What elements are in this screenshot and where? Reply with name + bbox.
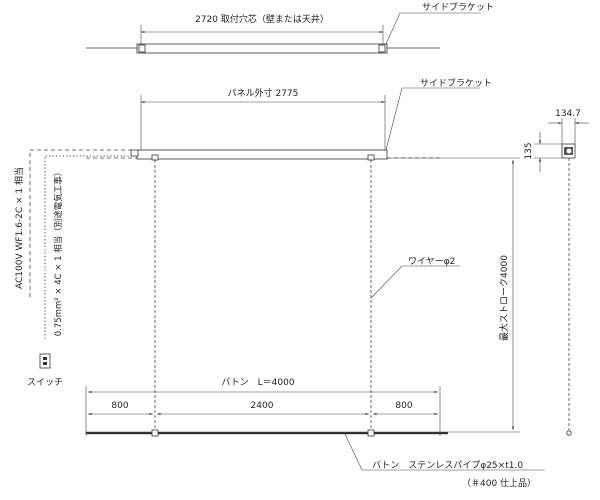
switch-button-up-icon	[43, 357, 47, 360]
left-bracket	[138, 44, 146, 53]
baton-clamp-left	[151, 429, 159, 437]
side-view: 134.7 135	[524, 109, 589, 436]
finish-label: （＃400 仕上品）	[462, 477, 536, 489]
wire-drum-left	[151, 154, 159, 161]
seg-right-label: 800	[395, 401, 412, 411]
baton-pipe-label: バトン ステンレスパイプφ25×t1.0	[372, 460, 523, 471]
side-bracket-label-mid: サイドブラケット	[420, 77, 492, 89]
power-cable-line	[29, 149, 132, 300]
side-bracket-leader-mid	[385, 87, 480, 151]
seg-left-label: 800	[111, 401, 128, 411]
side-bracket-label-top: サイドブラケット	[422, 1, 494, 13]
side-bracket-leader-top	[385, 12, 480, 45]
motor-box	[130, 149, 139, 157]
electrical-wiring: AC100V WF1.6-2C × 1 相当 0.75mm² × 4C × 1 …	[13, 149, 132, 388]
top-rail	[136, 43, 388, 54]
wire-label: ワイヤーφ2	[408, 257, 455, 267]
top-mount-view: 2720 取付穴芯（壁または天井） サイドブラケット	[86, 1, 494, 54]
side-height-label: 135	[524, 142, 534, 159]
baton-section-icon	[566, 430, 572, 436]
mount-hole-pitch-label: 2720 取付穴芯（壁または天井）	[195, 13, 329, 25]
baton-leader	[344, 433, 545, 471]
power-cable-label: AC100V WF1.6-2C × 1 相当	[13, 167, 25, 289]
panel-width-label: パネル外寸 2775	[228, 87, 299, 99]
baton-clamp-right	[367, 429, 375, 437]
wall-switch-icon	[39, 353, 51, 369]
side-width-label: 134.7	[555, 109, 581, 119]
max-stroke-label: 最大ストローク4000	[498, 255, 510, 341]
head-rail	[136, 149, 388, 160]
seg-center-label: 2400	[251, 401, 274, 411]
right-bracket	[378, 44, 386, 53]
wire-leader	[370, 265, 460, 299]
switch-label: スイッチ	[27, 377, 63, 388]
front-view: パネル外寸 2775 サイドブラケット ワイヤーφ2 最大ストローク4000 バ…	[85, 77, 545, 489]
drum-section-icon	[566, 148, 572, 154]
wire-drum-right	[367, 154, 375, 161]
switch-button-down-icon	[43, 362, 47, 365]
signal-cable-label: 0.75mm² × 4C × 1 相当（別途電気工事）	[53, 168, 64, 336]
baton-length-label: バトン L＝4000	[221, 377, 294, 388]
